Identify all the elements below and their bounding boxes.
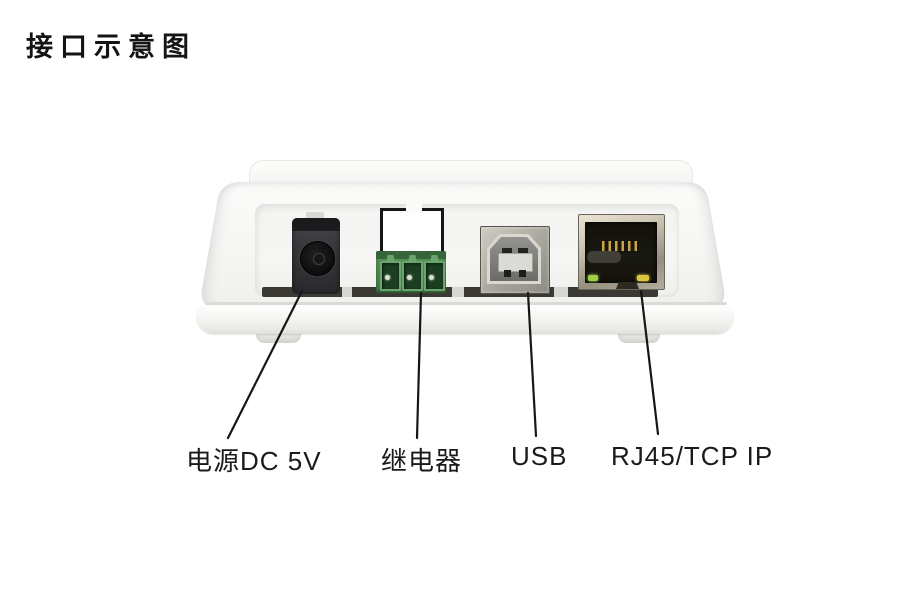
leader-line-rj45 (639, 289, 660, 436)
relay-socket-3 (424, 255, 445, 291)
label-rj45: RJ45/TCP IP (611, 441, 774, 471)
relay-cutout-window (380, 208, 444, 256)
device-seam-line (205, 302, 727, 305)
rj45-clip-notch (616, 282, 639, 289)
rj45-gold-pins (602, 241, 640, 251)
dc-jack-top-edge (292, 218, 340, 231)
page-title: 接口示意图 (26, 32, 196, 62)
relay-cutout-notch (406, 204, 422, 213)
leader-line-usb (526, 291, 538, 438)
label-usb: USB (511, 441, 568, 471)
mount-strip-tab (452, 287, 464, 297)
dc-power-jack (292, 218, 340, 294)
relay-socket-1 (380, 255, 401, 291)
mount-strip-tab (554, 287, 568, 297)
relay-socket-2 (402, 255, 423, 291)
dc-jack-top-tab (306, 212, 324, 219)
relay-pin (407, 275, 412, 280)
usb-tongue (498, 253, 533, 272)
usb-contact-slot (502, 248, 512, 255)
usb-contact (519, 270, 526, 277)
leader-line-relay (415, 291, 423, 440)
rj45-port (578, 214, 665, 290)
relay-key-notch (386, 255, 395, 262)
label-power: 电源DC 5V (186, 446, 322, 476)
usb-contact-slot (518, 248, 528, 255)
dc-jack-socket (300, 241, 335, 276)
rj45-cavity (585, 222, 657, 283)
label-relay: 继电器 (381, 446, 463, 476)
usb-b-port (480, 226, 550, 294)
relay-key-notch (408, 255, 417, 262)
relay-terminal (376, 251, 446, 293)
rj45-led-yellow (637, 275, 649, 281)
mount-strip-tab (342, 287, 352, 297)
rj45-inner-reflection (587, 251, 621, 263)
relay-pin (429, 275, 434, 280)
leader-line-power (226, 289, 304, 440)
device-foot-right (618, 333, 660, 343)
relay-key-notch (430, 255, 439, 262)
rj45-led-green (588, 275, 598, 281)
dc-jack-center-pin (313, 253, 325, 265)
usb-contact (504, 270, 511, 277)
relay-pin (385, 275, 390, 280)
